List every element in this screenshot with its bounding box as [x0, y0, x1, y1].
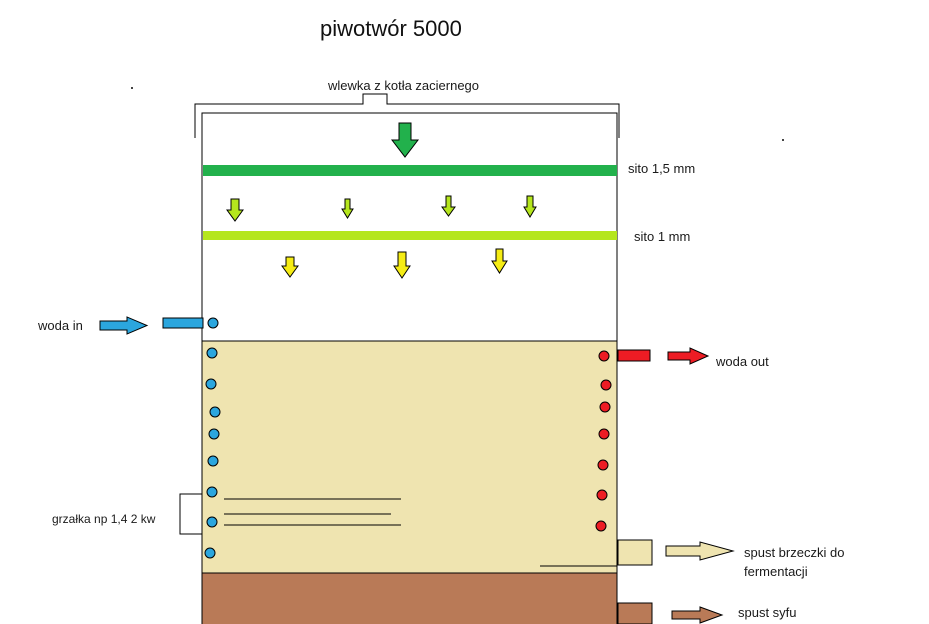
water-in-arrow-icon — [99, 316, 149, 335]
wort-drain-label-line2: fermentacji — [744, 564, 808, 579]
coil-dot — [207, 455, 219, 467]
flow-arrow-icon — [441, 195, 456, 217]
flow-arrow-icon — [491, 248, 508, 274]
flow-arrow-icon — [523, 195, 537, 218]
stray-dot — [782, 139, 784, 141]
sludge-drain-pipe — [617, 602, 653, 624]
coil-dot — [204, 547, 216, 559]
water-in-label: woda in — [37, 318, 83, 333]
flow-arrow-icon — [393, 251, 411, 279]
sieve-fine-label: sito 1 mm — [634, 229, 690, 244]
coil-dot — [206, 486, 218, 498]
diagram-title: piwotwór 5000 — [320, 16, 462, 41]
flow-arrow-icon — [341, 198, 354, 219]
coil-dot — [600, 379, 612, 391]
wort-chamber — [201, 340, 618, 574]
coil-dot — [209, 406, 221, 418]
sludge-chamber — [201, 572, 618, 624]
water-out-pipe — [617, 349, 651, 362]
water-out-label: woda out — [715, 354, 769, 369]
coil-dot — [598, 350, 610, 362]
heater-label: grzałka np 1,4 2 kw — [52, 512, 156, 526]
coil-dot — [205, 378, 217, 390]
sieve-coarse — [203, 165, 617, 176]
wort-drain-label-line1: spust brzeczki do — [744, 545, 844, 560]
heater-housing — [179, 493, 203, 535]
coil-dot — [597, 459, 609, 471]
flow-arrow-icon — [226, 198, 244, 222]
flow-arrow-icon — [281, 256, 299, 278]
coil-dot — [206, 347, 218, 359]
sludge-drain-label: spust syfu — [738, 605, 797, 620]
inlet-arrow-icon — [390, 122, 420, 158]
water-in-pipe — [162, 317, 204, 329]
water-out-arrow-icon — [667, 347, 710, 365]
coil-dot — [596, 489, 608, 501]
inlet-label: wlewka z kotła zaciernego — [327, 78, 479, 93]
inlet-bracket — [194, 93, 620, 138]
sieve-fine — [203, 231, 617, 240]
coil-dot — [598, 428, 610, 440]
cooling-coil-outlet-side — [595, 350, 612, 532]
coil-dot — [206, 516, 218, 528]
coil-dot — [207, 317, 219, 329]
cooling-coil-inlet-side — [204, 317, 221, 559]
coil-dot — [208, 428, 220, 440]
coil-dot — [599, 401, 611, 413]
coil-dot — [595, 520, 607, 532]
sieve-coarse-label: sito 1,5 mm — [628, 161, 695, 176]
wort-drain-arrow-icon — [665, 541, 735, 561]
wort-drain-pipe — [617, 539, 653, 566]
sludge-drain-arrow-icon — [671, 606, 724, 624]
stray-dot — [131, 87, 133, 89]
